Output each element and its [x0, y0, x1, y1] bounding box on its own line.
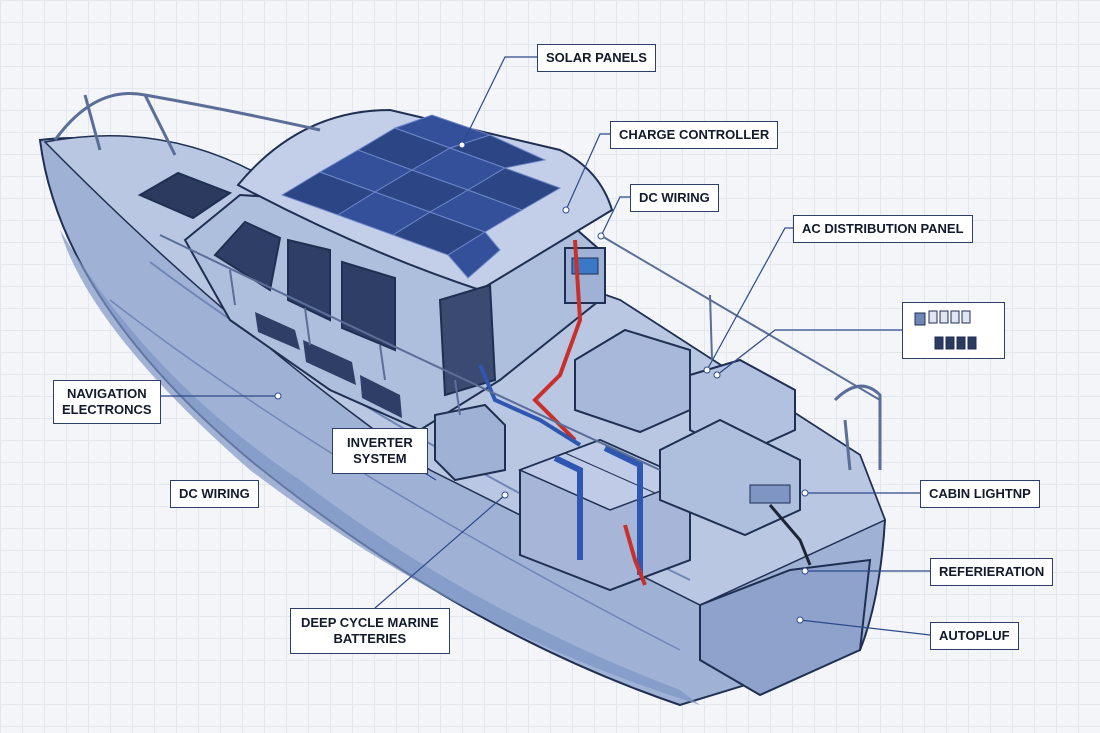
- port-window-1: [255, 312, 300, 350]
- wire-red-battery: [623, 524, 647, 586]
- bow-railing: [53, 92, 321, 156]
- label-dc-wiring-left-text: DC WIRING: [179, 486, 250, 501]
- stern-platform: [699, 558, 872, 697]
- label-batteries-line2: BATTERIES: [333, 631, 407, 646]
- leader-lines: [160, 56, 931, 636]
- label-autopilot: AUTOPLUF: [930, 622, 1019, 650]
- wire-blue-main: [478, 364, 582, 447]
- solar-panel-array: [280, 114, 562, 279]
- label-charge-controller: CHARGE CONTROLLER: [610, 121, 779, 149]
- label-solar-panels: SOLAR PANELS: [537, 44, 656, 72]
- label-inverter-line1: INVERTER: [347, 435, 413, 450]
- battery-strap-2: [603, 445, 643, 575]
- charge-controller-box: [564, 247, 606, 304]
- wire-black-stern: [768, 504, 812, 566]
- label-navigation-line2: ELECTRONCS: [62, 402, 152, 417]
- port-window-3: [360, 375, 402, 418]
- label-autopilot-text: AUTOPLUF: [939, 628, 1010, 643]
- label-navigation-electronics: NAVIGATION ELECTRONCS: [53, 380, 161, 424]
- label-dc-wiring-top-text: DC WIRING: [639, 190, 710, 205]
- breaker-switch-panel-icon: [914, 310, 977, 350]
- label-deep-cycle-batteries: DEEP CYCLE MARINE BATTERIES: [290, 608, 450, 654]
- stern-railing: [833, 384, 882, 471]
- label-dc-wiring-left: DC WIRING: [170, 480, 259, 508]
- cabin-window-2: [287, 238, 331, 322]
- ac-panel-inset: [902, 302, 1005, 359]
- label-cabin-lighting-text: CABIN LIGHTNP: [929, 486, 1031, 501]
- label-refrigeration-text: REFERIERATION: [939, 564, 1045, 579]
- label-ac-distribution-panel: AC DISTRIBUTION PANEL: [793, 215, 973, 243]
- label-charge-controller-text: CHARGE CONTROLLER: [619, 127, 770, 142]
- label-inverter-line2: SYSTEM: [353, 451, 407, 466]
- inverter-box: [434, 403, 506, 482]
- port-window-2: [303, 340, 356, 385]
- battery-strap-1: [553, 455, 583, 560]
- solar-panel-12: [447, 231, 501, 279]
- label-dc-wiring-top: DC WIRING: [630, 184, 719, 212]
- label-refrigeration: REFERIERATION: [930, 558, 1054, 586]
- utility-box: [659, 418, 801, 537]
- utility-terminals: [749, 484, 791, 504]
- label-cabin-lighting: CABIN LIGHTNP: [920, 480, 1040, 508]
- leader-dots: [274, 141, 809, 624]
- label-solar-panels-text: SOLAR PANELS: [546, 50, 647, 65]
- label-navigation-line1: NAVIGATION: [66, 386, 147, 401]
- solar-panel-11: [466, 167, 562, 211]
- wire-red-main: [532, 239, 583, 442]
- label-batteries-line1: DEEP CYCLE MARINE: [301, 615, 439, 630]
- solar-panel-8: [448, 134, 547, 169]
- bow-hatch: [137, 171, 233, 220]
- label-inverter-system: INVERTER SYSTEM: [332, 428, 428, 474]
- side-railing: [159, 234, 881, 471]
- label-ac-distribution-panel-text: AC DISTRIBUTION PANEL: [802, 221, 964, 236]
